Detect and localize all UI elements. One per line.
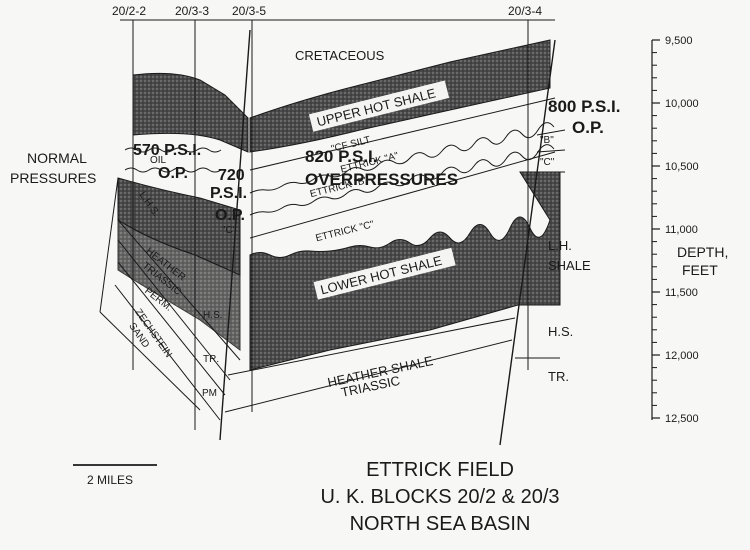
strata-line: [224, 339, 513, 413]
right-strata-line: [536, 149, 566, 153]
strata-wavy-line: [249, 144, 555, 216]
oil-label: OIL: [150, 155, 167, 166]
overpressures-label: OVERPRESSURES: [305, 170, 458, 189]
strata-line: [227, 317, 516, 376]
depth-axis: 9,500 10,000 10,500 11,000 11,500 12,000 12,50…: [651, 35, 728, 425]
left-layer-line: [117, 239, 231, 381]
fault-line-left: [219, 29, 251, 441]
depth-tick-label: 9,500: [665, 35, 693, 47]
depth-tick-label: 11,500: [665, 287, 698, 299]
lower-hot-shale-label-box: [313, 247, 456, 300]
formation-c-right: "C": [540, 157, 555, 168]
depth-axis-label: DEPTH,: [677, 244, 728, 260]
formation-cretaceous: CRETACEOUS: [295, 48, 385, 63]
left-fault-block: [99, 20, 251, 441]
strata-line: [249, 151, 556, 239]
well-label: 20/2-2: [112, 4, 146, 18]
title-line-2: U. K. BLOCKS 20/2 & 20/3: [320, 486, 559, 508]
depth-tick-label: 12,500: [665, 413, 699, 425]
well-label: 20/3-5: [232, 4, 266, 18]
formation-tr-right: TR.: [548, 369, 569, 384]
pressure-570: 570 P.S.I.: [133, 142, 201, 159]
left-upper-shale: [132, 72, 249, 153]
right-fault-block: [515, 129, 566, 359]
formation-pm-mid: PM: [202, 388, 217, 399]
pressure-800: 800 P.S.I.: [548, 97, 620, 116]
left-layer-line: [114, 284, 221, 421]
depth-axis-unit: FEET: [682, 262, 718, 278]
right-strata-line: [536, 129, 566, 136]
left-layer-line: [117, 219, 241, 361]
formation-ettrick-c: ETTRICK "C": [315, 219, 376, 244]
well-label: 20/3-4: [508, 4, 542, 18]
op-800: O.P.: [572, 118, 604, 137]
left-block-edge: [99, 177, 119, 313]
pressure-720: 720: [218, 167, 245, 184]
normal-pressures-label: PRESSURES: [10, 170, 96, 186]
depth-minor-ticks: [652, 52, 657, 406]
strata-line: [249, 97, 556, 171]
formation-tr-mid: TR.: [203, 354, 219, 365]
depth-tick-label: 10,000: [665, 98, 699, 110]
left-dipping-shale: [117, 219, 241, 351]
fault-line-right: [499, 39, 556, 446]
title-line-3: NORTH SEA BASIN: [350, 513, 531, 535]
op-720: O.P.: [215, 207, 245, 224]
pressure-820: 820 P.S.I.: [305, 147, 377, 166]
formation-c-mid: "C": [222, 225, 237, 236]
depth-major-ticks: 9,500 10,000 10,500 11,000 11,500 12,000 12,50…: [652, 35, 699, 425]
well-label: 20/3-3: [175, 4, 209, 18]
title-line-1: ETTRICK FIELD: [366, 459, 514, 481]
op-570: O.P.: [158, 165, 188, 182]
strata-wavy-line: [249, 122, 555, 194]
formation-hs-mid: H.S.: [203, 310, 222, 321]
left-block-base: [99, 311, 201, 411]
formation-hs-right: H.S.: [548, 324, 573, 339]
upper-hot-shale-label-box: [308, 80, 450, 132]
unconformity-line: [124, 167, 222, 173]
unconformity-line: [124, 147, 222, 153]
formation-lh-right: L.H.: [548, 238, 572, 253]
formation-lh-shale-right: SHALE: [548, 258, 591, 273]
psi-720: P.S.I.: [210, 185, 247, 202]
scale-bar-label: 2 MILES: [87, 473, 133, 487]
depth-tick-label: 12,000: [665, 350, 699, 362]
normal-pressures-label: NORMAL: [27, 150, 87, 166]
left-layer-line: [117, 261, 226, 396]
formation-b-right: "B": [540, 135, 554, 146]
depth-tick-label: 10,500: [665, 161, 699, 173]
depth-tick-label: 11,000: [665, 224, 698, 236]
